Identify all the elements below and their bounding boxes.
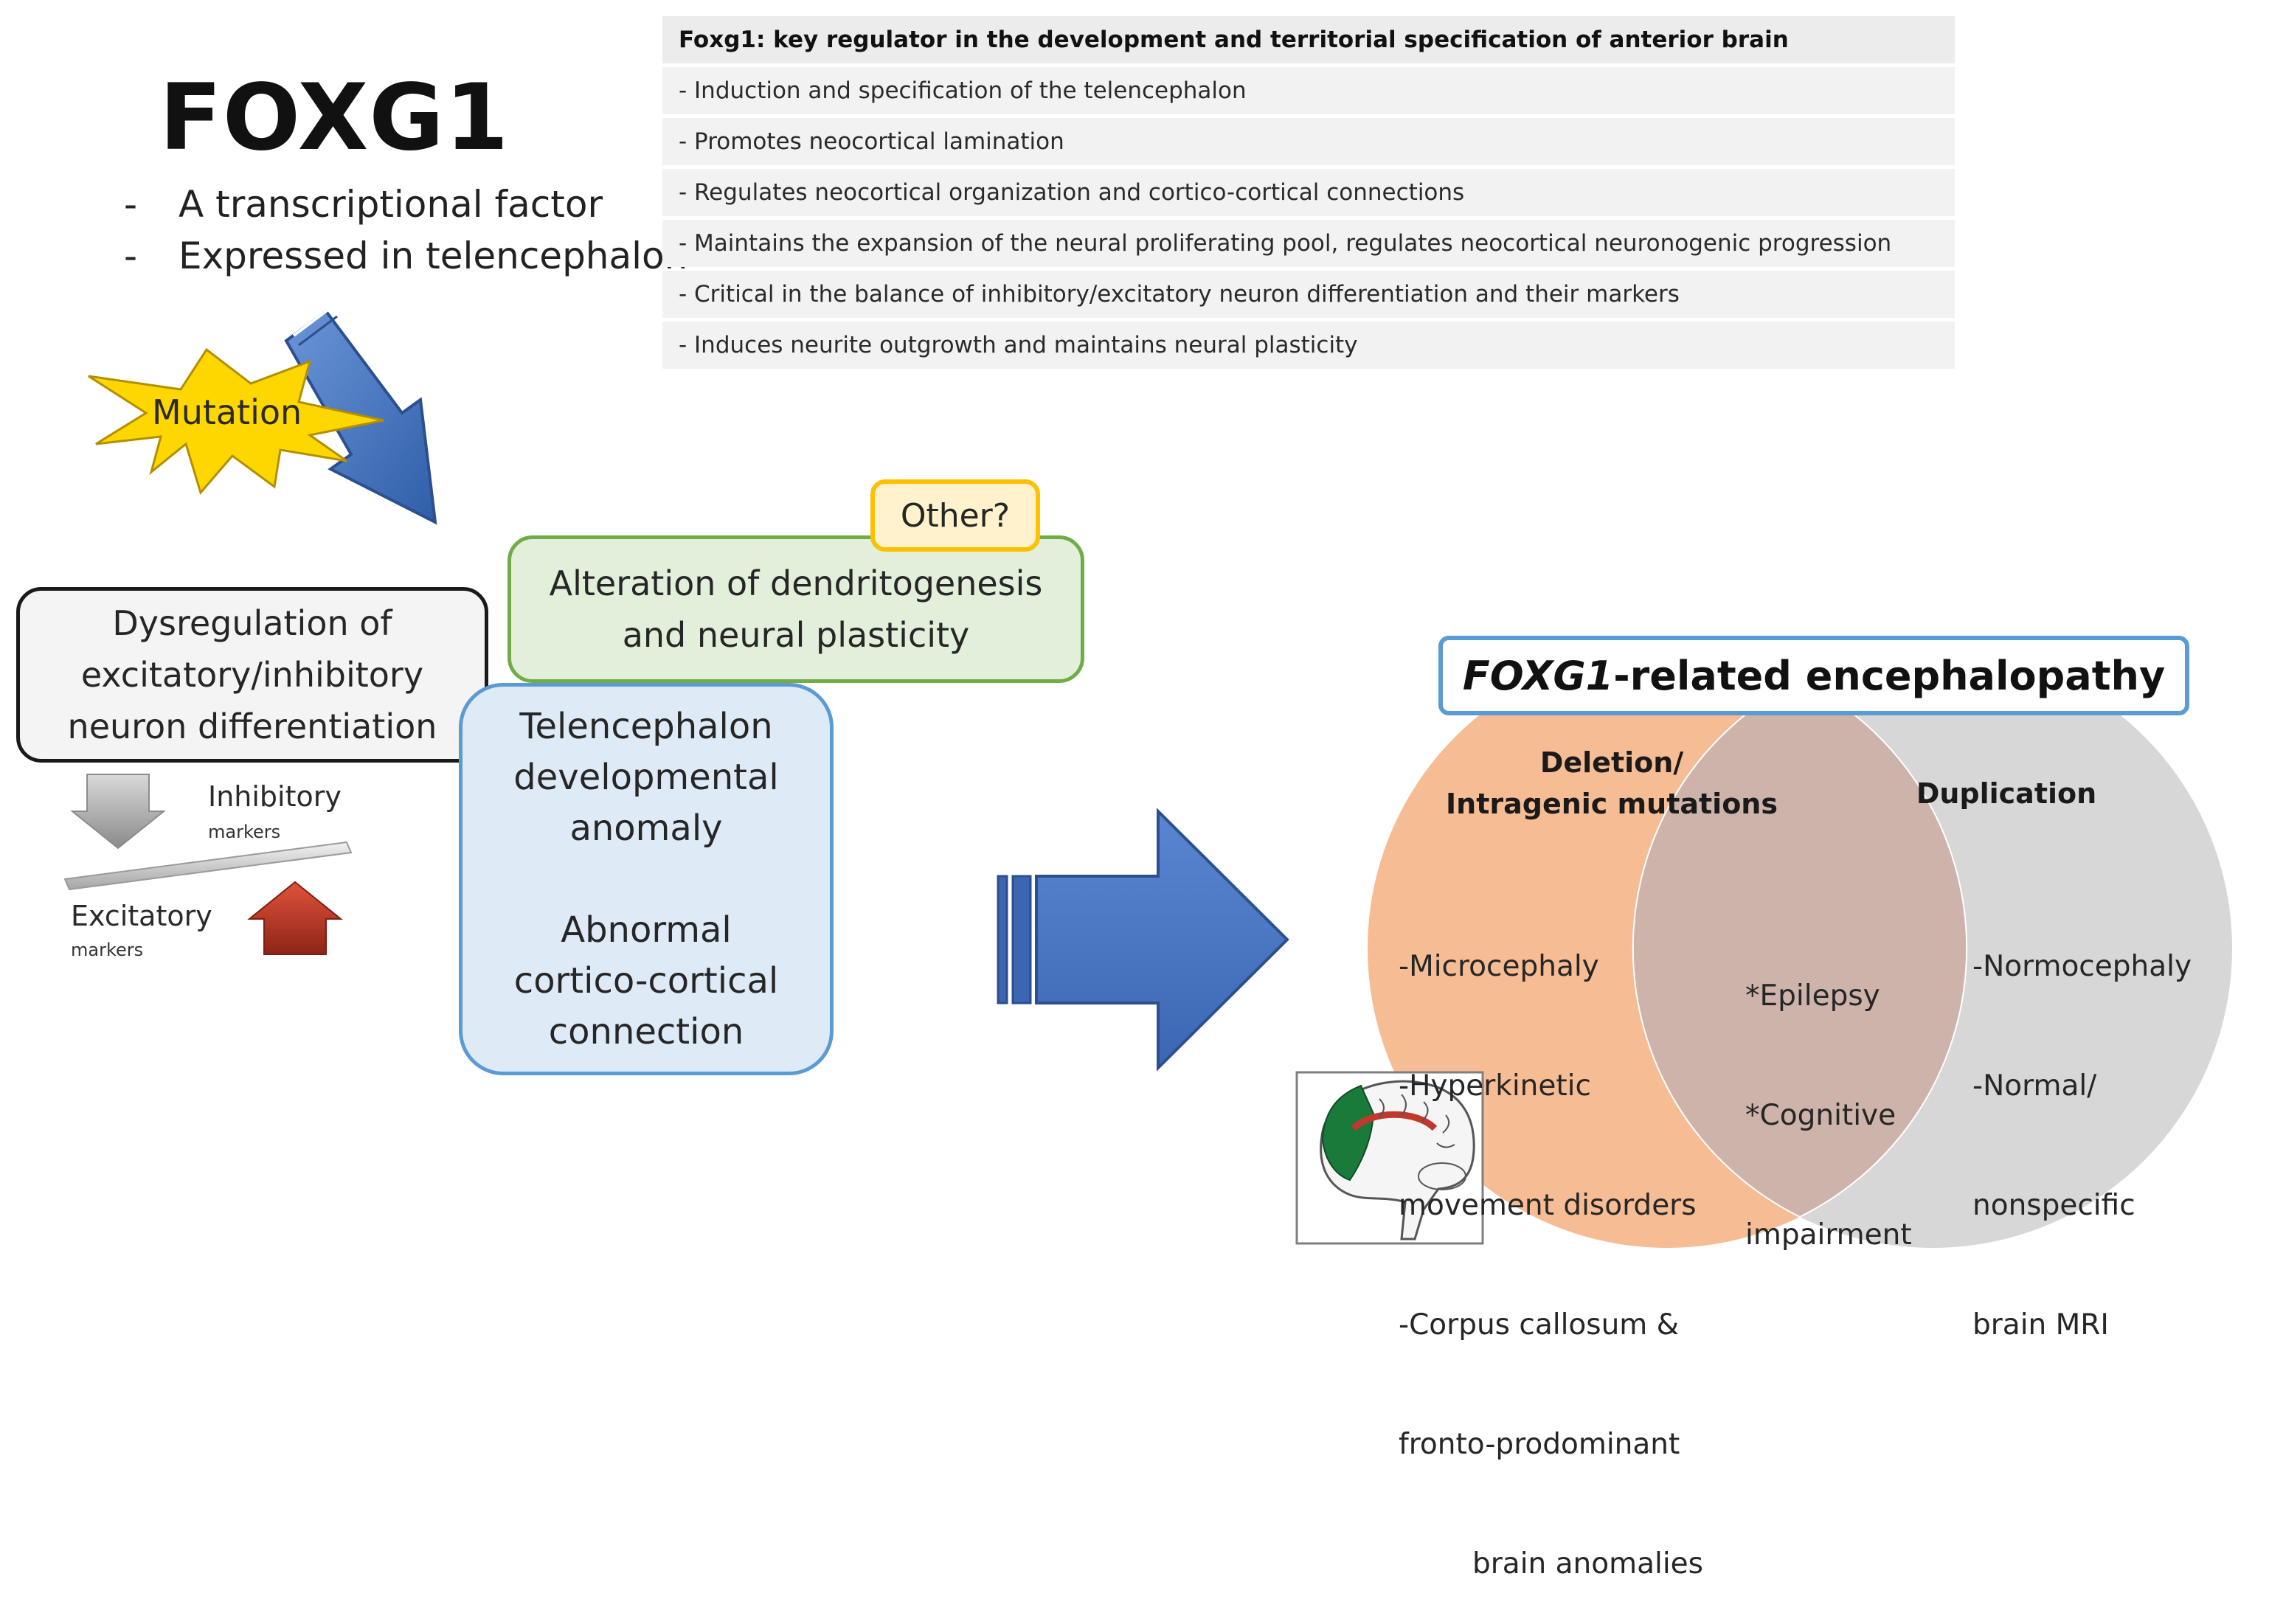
- big-right-arrow: [997, 808, 1289, 1072]
- telencephalon-line: anomaly: [569, 807, 723, 849]
- dysregulation-line: neuron differentiation: [67, 707, 437, 746]
- other-box: Other?: [870, 479, 1040, 552]
- encephalopathy-title-box: FOXG1-related encephalopathy: [1438, 636, 2189, 715]
- deletion-feature: fronto-prodominant: [1399, 1428, 1680, 1461]
- functions-table-row: - Critical in the balance of inhibitory/…: [662, 271, 1955, 318]
- cortical-connection-line: Abnormal: [561, 909, 732, 951]
- cortical-connection-line: connection: [548, 1010, 744, 1052]
- deletion-feature: movement disorders: [1399, 1189, 1697, 1222]
- title-bullet-2: -Expressed in telencephalon: [124, 235, 687, 277]
- deletion-title-line: Deletion/: [1539, 746, 1684, 779]
- functions-table-row: - Promotes neocortical lamination: [662, 118, 1955, 165]
- deletion-feature: -Corpus callosum &: [1399, 1308, 1680, 1342]
- duplication-feature: -Normocephaly: [1972, 950, 2192, 983]
- cortical-connection-line: cortico-cortical: [513, 960, 779, 1002]
- telencephalon-box: Telencephalon developmental anomaly Abno…: [459, 683, 834, 1075]
- overlap-feature: impairment: [1745, 1218, 1912, 1252]
- deletion-feature: -Microcephaly: [1399, 950, 1599, 983]
- dysregulation-box: Dysregulation of excitatory/inhibitory n…: [16, 587, 488, 763]
- brain-mri-icon: [1295, 1071, 1484, 1245]
- excitatory-label: Excitatory: [71, 900, 212, 932]
- duplication-feature: nonspecific: [1972, 1189, 2135, 1222]
- bullet-marker: -: [124, 235, 138, 277]
- encephalopathy-title-rest: -related encephalopathy: [1613, 652, 2166, 699]
- telencephalon-line: developmental: [513, 756, 779, 798]
- excitatory-sub-label: markers: [71, 940, 144, 960]
- balance-bar: [63, 841, 353, 891]
- functions-table-row: - Induces neurite outgrowth and maintain…: [662, 322, 1955, 369]
- functions-table-row: - Induction and specification of the tel…: [662, 67, 1955, 114]
- duplication-features-list: -Normocephaly -Normal/ nonspecific brain…: [1972, 867, 2192, 1385]
- page-title: FOXG1: [159, 65, 510, 171]
- bullet-text: A transcriptional factor: [179, 183, 603, 226]
- deletion-feature: brain anomalies: [1472, 1547, 1703, 1580]
- deletion-feature: -Hyperkinetic: [1399, 1069, 1591, 1103]
- functions-table-header: Foxg1: key regulator in the development …: [662, 16, 1955, 63]
- inhibitory-label: Inhibitory: [208, 780, 342, 813]
- deletion-features-list: -Microcephaly -Hyperkinetic movement dis…: [1399, 867, 1703, 1624]
- functions-table-row: - Maintains the expansion of the neural …: [662, 220, 1955, 267]
- dendritogenesis-line: and neural plasticity: [622, 615, 970, 655]
- overlap-feature: *Cognitive: [1745, 1099, 1896, 1132]
- mutation-burst-icon: [88, 347, 384, 496]
- title-bullet-1: -A transcriptional factor: [124, 183, 603, 226]
- diagram-shapes: [63, 309, 2232, 1248]
- mutation-label: Mutation: [152, 392, 302, 432]
- bullet-marker: -: [124, 183, 138, 226]
- venn-overlap: [1632, 679, 1968, 1218]
- telencephalon-line: Telencephalon: [519, 705, 773, 747]
- deletion-title: Deletion/ Intragenic mutations: [1424, 742, 1800, 825]
- deletion-title-line: Intragenic mutations: [1446, 788, 1778, 820]
- overlap-feature: *Epilepsy: [1745, 979, 1880, 1013]
- duplication-feature: -Normal/: [1972, 1069, 2097, 1103]
- duplication-title: Duplication: [1916, 777, 2097, 810]
- inhibitory-sub-label: markers: [208, 822, 281, 842]
- functions-table: Foxg1: key regulator in the development …: [662, 16, 1955, 372]
- inhibitory-down-arrow-icon: [70, 774, 166, 850]
- dendritogenesis-box: Alteration of dendritogenesis and neural…: [508, 535, 1084, 683]
- excitatory-up-arrow-icon: [247, 881, 343, 955]
- dysregulation-line: excitatory/inhibitory: [80, 655, 424, 695]
- dendritogenesis-line: Alteration of dendritogenesis: [549, 563, 1043, 603]
- overlap-features-list: *Epilepsy *Cognitive impairment: [1745, 897, 1912, 1295]
- dysregulation-line: Dysregulation of: [112, 603, 392, 643]
- duplication-feature: brain MRI: [1972, 1308, 2109, 1342]
- encephalopathy-title-gene: FOXG1: [1462, 652, 1614, 699]
- bullet-text: Expressed in telencephalon: [179, 235, 688, 277]
- functions-table-row: - Regulates neocortical organization and…: [662, 169, 1955, 216]
